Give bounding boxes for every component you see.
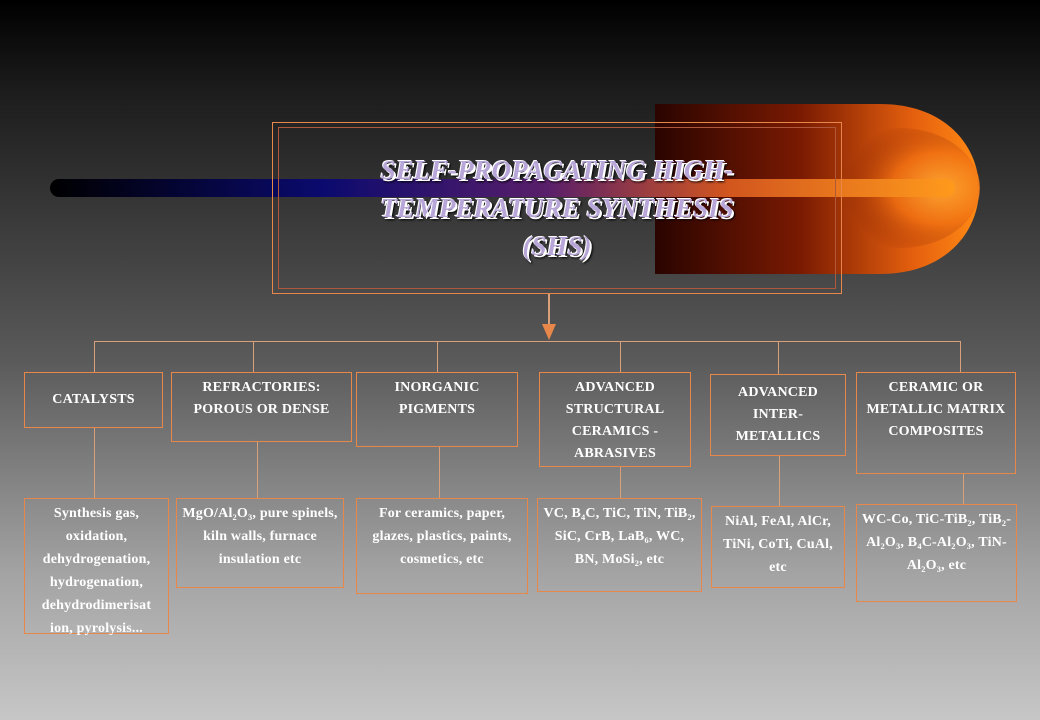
- connector-drop: [620, 467, 621, 498]
- connector-drop: [94, 341, 95, 372]
- connector-drop: [437, 341, 438, 372]
- category-pigments: INORGANIC PIGMENTS: [356, 372, 518, 447]
- connector-bar: [94, 341, 961, 342]
- connector-drop: [620, 341, 621, 372]
- category-composites: CERAMIC OR METALLIC MATRIX COMPOSITES: [856, 372, 1016, 474]
- connector-drop: [94, 428, 95, 498]
- category-structural-ceramics: ADVANCED STRUCTURAL CERAMICS - ABRASIVES: [539, 372, 691, 467]
- connector-drop: [779, 456, 780, 506]
- connector-drop: [960, 341, 961, 372]
- example-structural-ceramics: VC, B₄C, TiC, TiN, TiB₂, SiC, CrB, LaB₆,…: [537, 498, 702, 592]
- connector-drop: [963, 474, 964, 504]
- example-intermetallics: NiAl, FeAl, AlCr, TiNi, CoTi, CuAl, etc: [711, 506, 845, 588]
- title-line-2: TEMPERATURE SYNTHESIS: [380, 193, 734, 223]
- connector-drop: [257, 442, 258, 498]
- example-refractories: MgO/Al₂O₃, pure spinels, kiln walls, fur…: [176, 498, 344, 588]
- example-pigments: For ceramics, paper, glazes, plastics, p…: [356, 498, 528, 594]
- category-intermetallics: ADVANCED INTER- METALLICS: [710, 374, 846, 456]
- comet-tail: [50, 179, 955, 197]
- example-catalysts: Synthesis gas, oxidation, dehydrogenatio…: [24, 498, 169, 636]
- title-inner-frame: [278, 127, 836, 289]
- title-line-3: (SHS): [522, 231, 592, 261]
- connector-drop: [253, 341, 254, 372]
- example-composites: WC-Co, TiC-TiB₂, TiB₂-Al₂O₃, B₄C-Al₂O₃, …: [856, 504, 1017, 602]
- title-box: SELF-PROPAGATING HIGH- TEMPERATURE SYNTH…: [272, 122, 842, 294]
- connector-drop: [439, 447, 440, 498]
- page-title: SELF-PROPAGATING HIGH- TEMPERATURE SYNTH…: [273, 151, 841, 265]
- connector-drop: [778, 341, 779, 374]
- category-refractories: REFRACTORIES: POROUS OR DENSE: [171, 372, 352, 442]
- category-catalysts: CATALYSTS: [24, 372, 163, 428]
- title-line-1: SELF-PROPAGATING HIGH-: [380, 155, 734, 185]
